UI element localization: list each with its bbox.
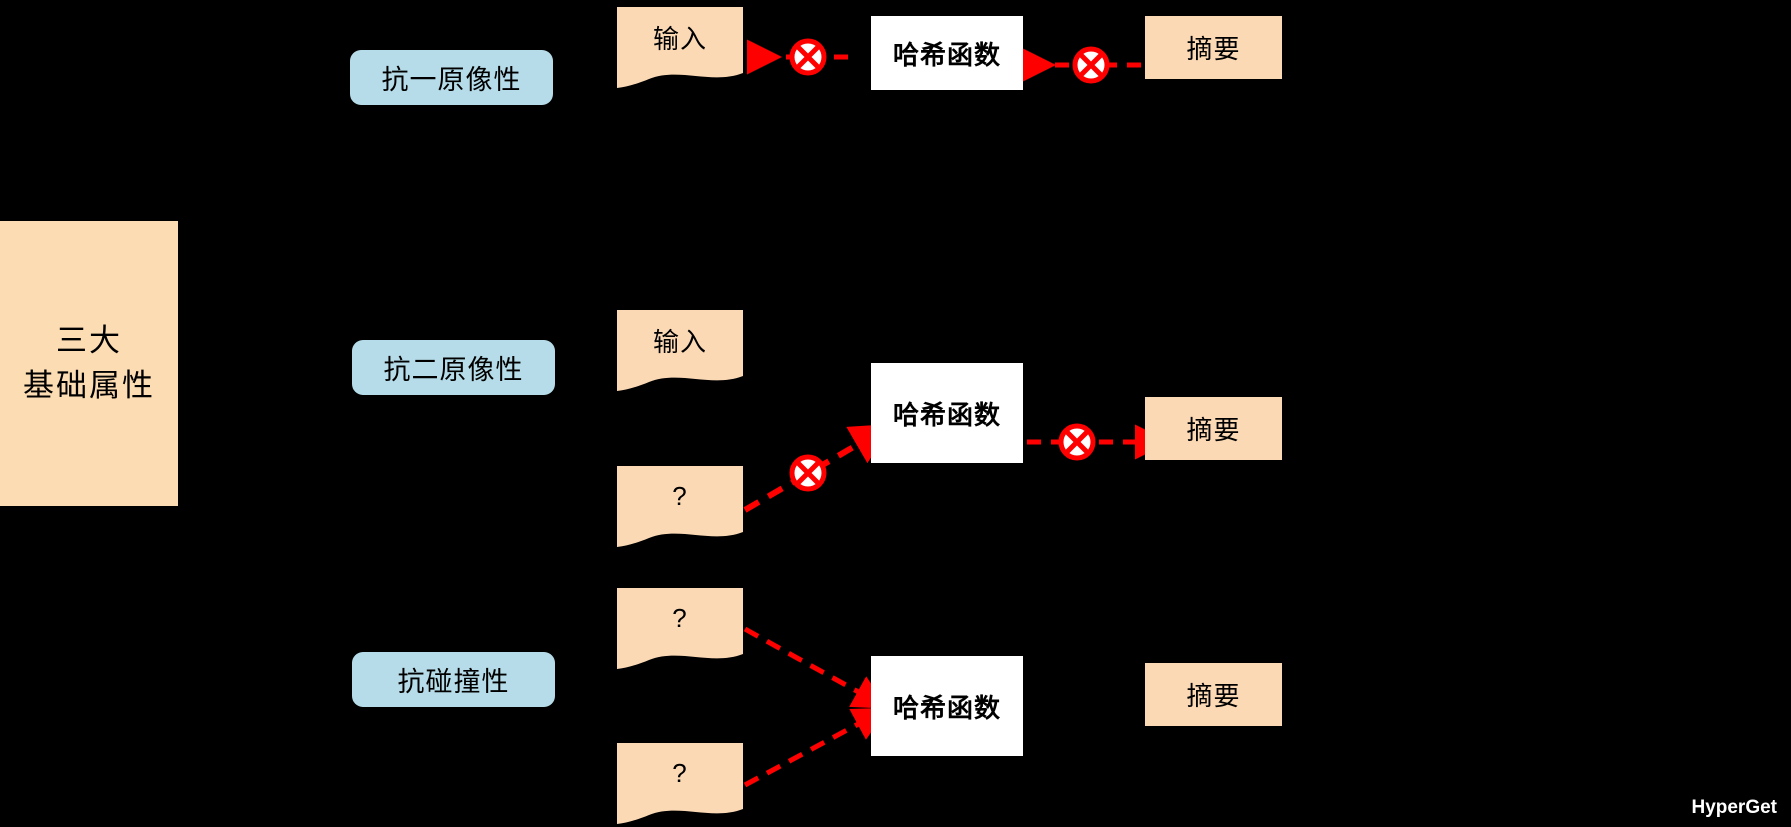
blocked-marker-row2-right — [1058, 423, 1096, 461]
badge-second-preimage-resistance[interactable]: 抗二原像性 — [352, 340, 555, 395]
document-shape-icon — [617, 7, 743, 88]
row3-unknown-document-1: ? — [617, 588, 743, 672]
document-shape-icon — [617, 743, 743, 824]
blocked-marker-row2-left — [789, 454, 827, 492]
row3-arrow-unknown2-to-hash — [743, 707, 889, 788]
document-shape-icon — [617, 588, 743, 669]
root-label-line1: 三大 — [56, 322, 122, 358]
badge-collision-resistance[interactable]: 抗碰撞性 — [352, 652, 555, 707]
row1-input-document: 输入 — [617, 7, 743, 91]
row1-digest-box: 摘要 — [1145, 16, 1282, 79]
document-shape-icon — [617, 310, 743, 391]
watermark: HyperGet — [1691, 797, 1777, 818]
row2-input-document: 输入 — [617, 310, 743, 394]
row3-arrow-unknown1-to-hash — [743, 626, 889, 709]
row2-digest-box: 摘要 — [1145, 397, 1282, 460]
row3-hash-function-box: 哈希函数 — [871, 656, 1023, 756]
root-label-line2: 基础属性 — [23, 367, 155, 403]
row1-hash-function-box: 哈希函数 — [871, 16, 1023, 90]
badge-preimage-resistance[interactable]: 抗一原像性 — [350, 50, 553, 105]
blocked-marker-row1-right — [1072, 46, 1110, 84]
blocked-marker-row1-left — [789, 38, 827, 76]
document-shape-icon — [617, 466, 743, 547]
root-node-three-properties: 三大 基础属性 — [0, 221, 178, 506]
row3-unknown-document-2: ? — [617, 743, 743, 827]
row3-digest-box: 摘要 — [1145, 663, 1282, 726]
row2-unknown-document: ? — [617, 466, 743, 550]
row2-hash-function-box: 哈希函数 — [871, 363, 1023, 463]
